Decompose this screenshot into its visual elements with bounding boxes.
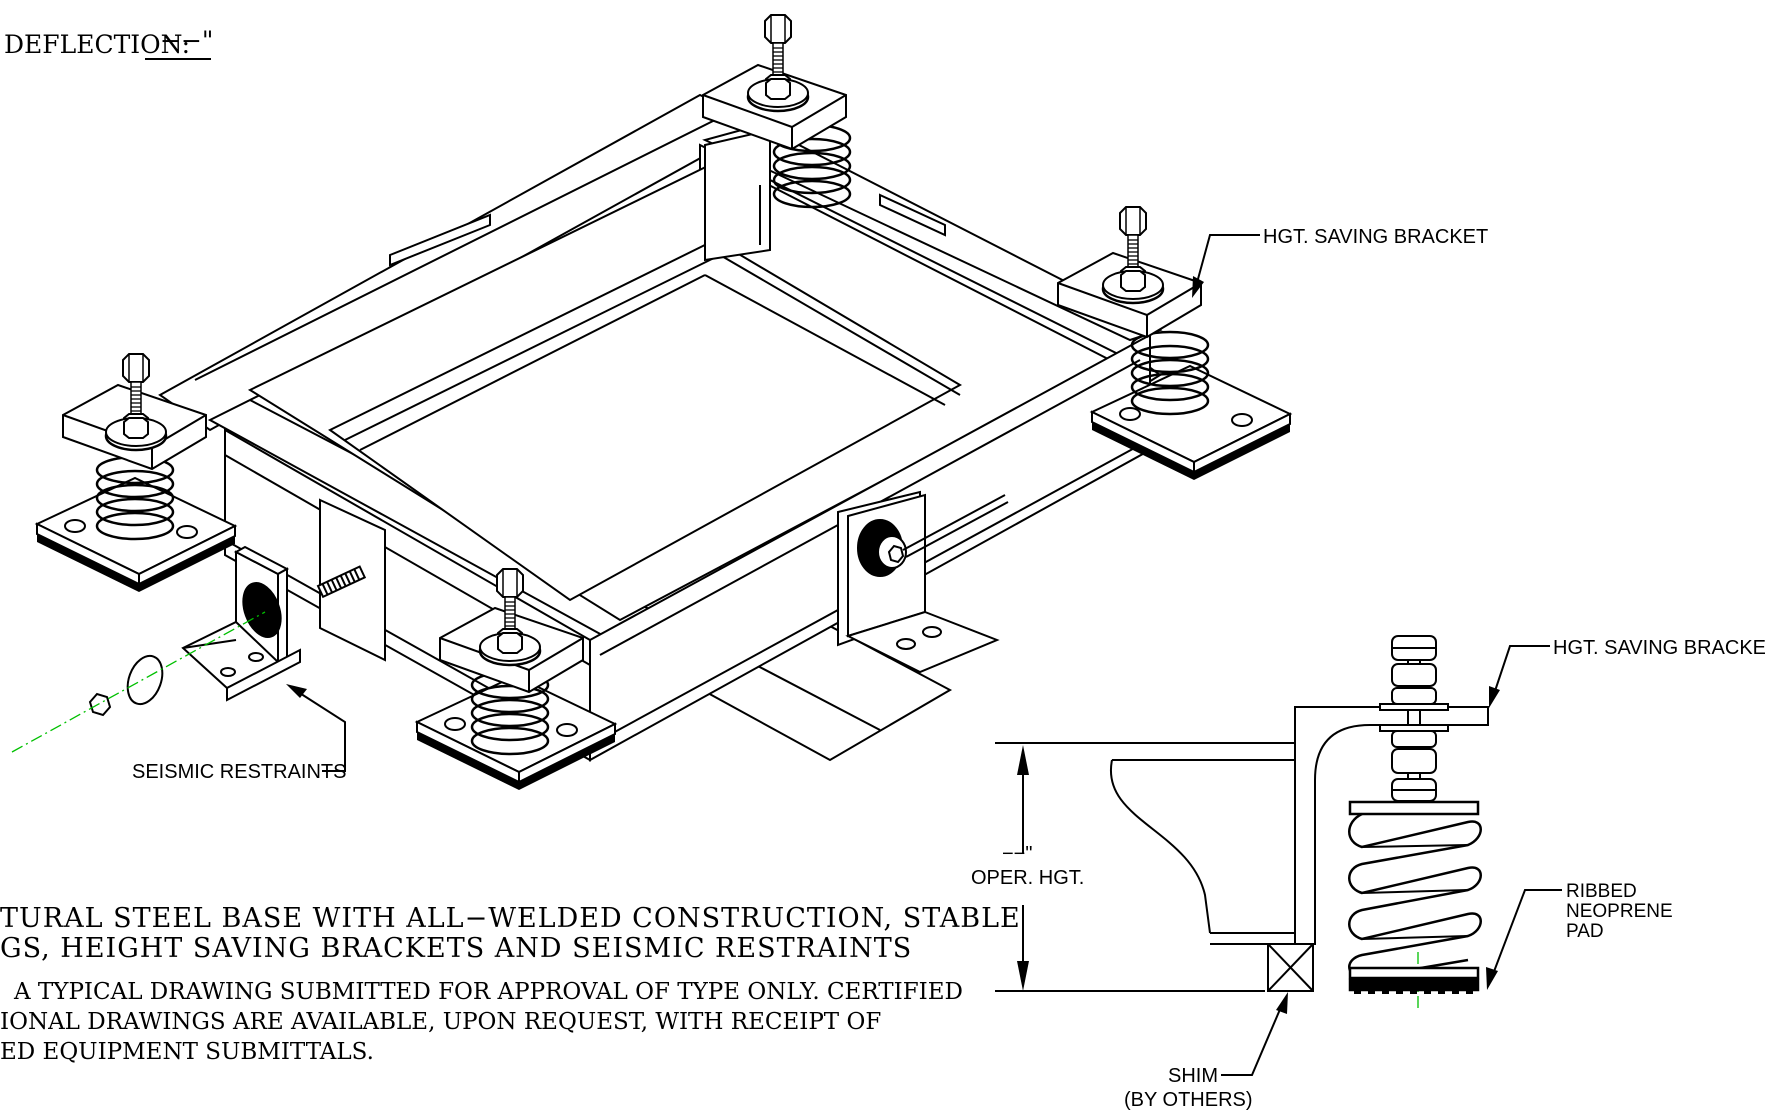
seismic-restraint-left: [88, 545, 367, 717]
note-block: A TYPICAL DRAWING SUBMITTED FOR APPROVAL…: [0, 979, 963, 1065]
oper-hgt-value: −−": [1002, 843, 1032, 865]
note-line-1: A TYPICAL DRAWING SUBMITTED FOR APPROVAL…: [13, 979, 963, 1005]
oper-hgt-dimension: −−" OPER. HGT.: [971, 843, 1084, 889]
hgt-saving-bracket-label-detail: HGT. SAVING BRACKET: [1553, 637, 1765, 659]
dim-arrow-bottom: [1017, 961, 1029, 991]
steel-base-frame: [158, 93, 1163, 762]
hgt-saving-bracket-label-main: HGT. SAVING BRACKET: [1263, 226, 1488, 248]
deflection-value: −−": [160, 26, 213, 55]
callout-ribbed-neoprene-pad: RIBBED NEOPRENE PAD: [1486, 881, 1673, 990]
callout-shim: SHIM (BY OTHERS): [1124, 992, 1288, 1111]
detail-spring: [1348, 800, 1482, 994]
callout-seismic-restraints: SEISMIC RESTRAINTS: [132, 684, 346, 783]
callout-hgt-saving-bracket-main: HGT. SAVING BRACKET: [1192, 226, 1488, 298]
note-line-2: IONAL DRAWINGS ARE AVAILABLE, UPON REQUE…: [0, 1009, 881, 1035]
seismic-restraints-label: SEISMIC RESTRAINTS: [132, 761, 346, 783]
shim-label-line-2: (BY OTHERS): [1124, 1089, 1253, 1111]
ribbed-label-line-1: RIBBED: [1566, 881, 1637, 902]
description-block: TURAL STEEL BASE WITH ALL−WELDED CONSTRU…: [0, 903, 1021, 964]
note-line-3: ED EQUIPMENT SUBMITTALS.: [0, 1039, 374, 1065]
deflection-label: DEFLECTION:: [4, 30, 190, 59]
description-line-2: GS, HEIGHT SAVING BRACKETS AND SEISMIC R…: [0, 933, 912, 964]
ribbed-label-line-2: NEOPRENE: [1566, 901, 1673, 922]
shim-label-line-1: SHIM: [1168, 1065, 1218, 1087]
oper-hgt-label: OPER. HGT.: [971, 867, 1084, 889]
dim-arrow-top: [1017, 745, 1029, 775]
detail-adjusting-bolt: [1379, 635, 1449, 806]
description-line-1: TURAL STEEL BASE WITH ALL−WELDED CONSTRU…: [0, 903, 1021, 934]
seismic-restraint-right: [845, 493, 1009, 674]
deflection-field: DEFLECTION: −−": [4, 26, 213, 60]
ribbed-label-line-3: PAD: [1566, 921, 1604, 942]
callout-hgt-saving-bracket-detail: HGT. SAVING BRACKET: [1489, 637, 1765, 708]
